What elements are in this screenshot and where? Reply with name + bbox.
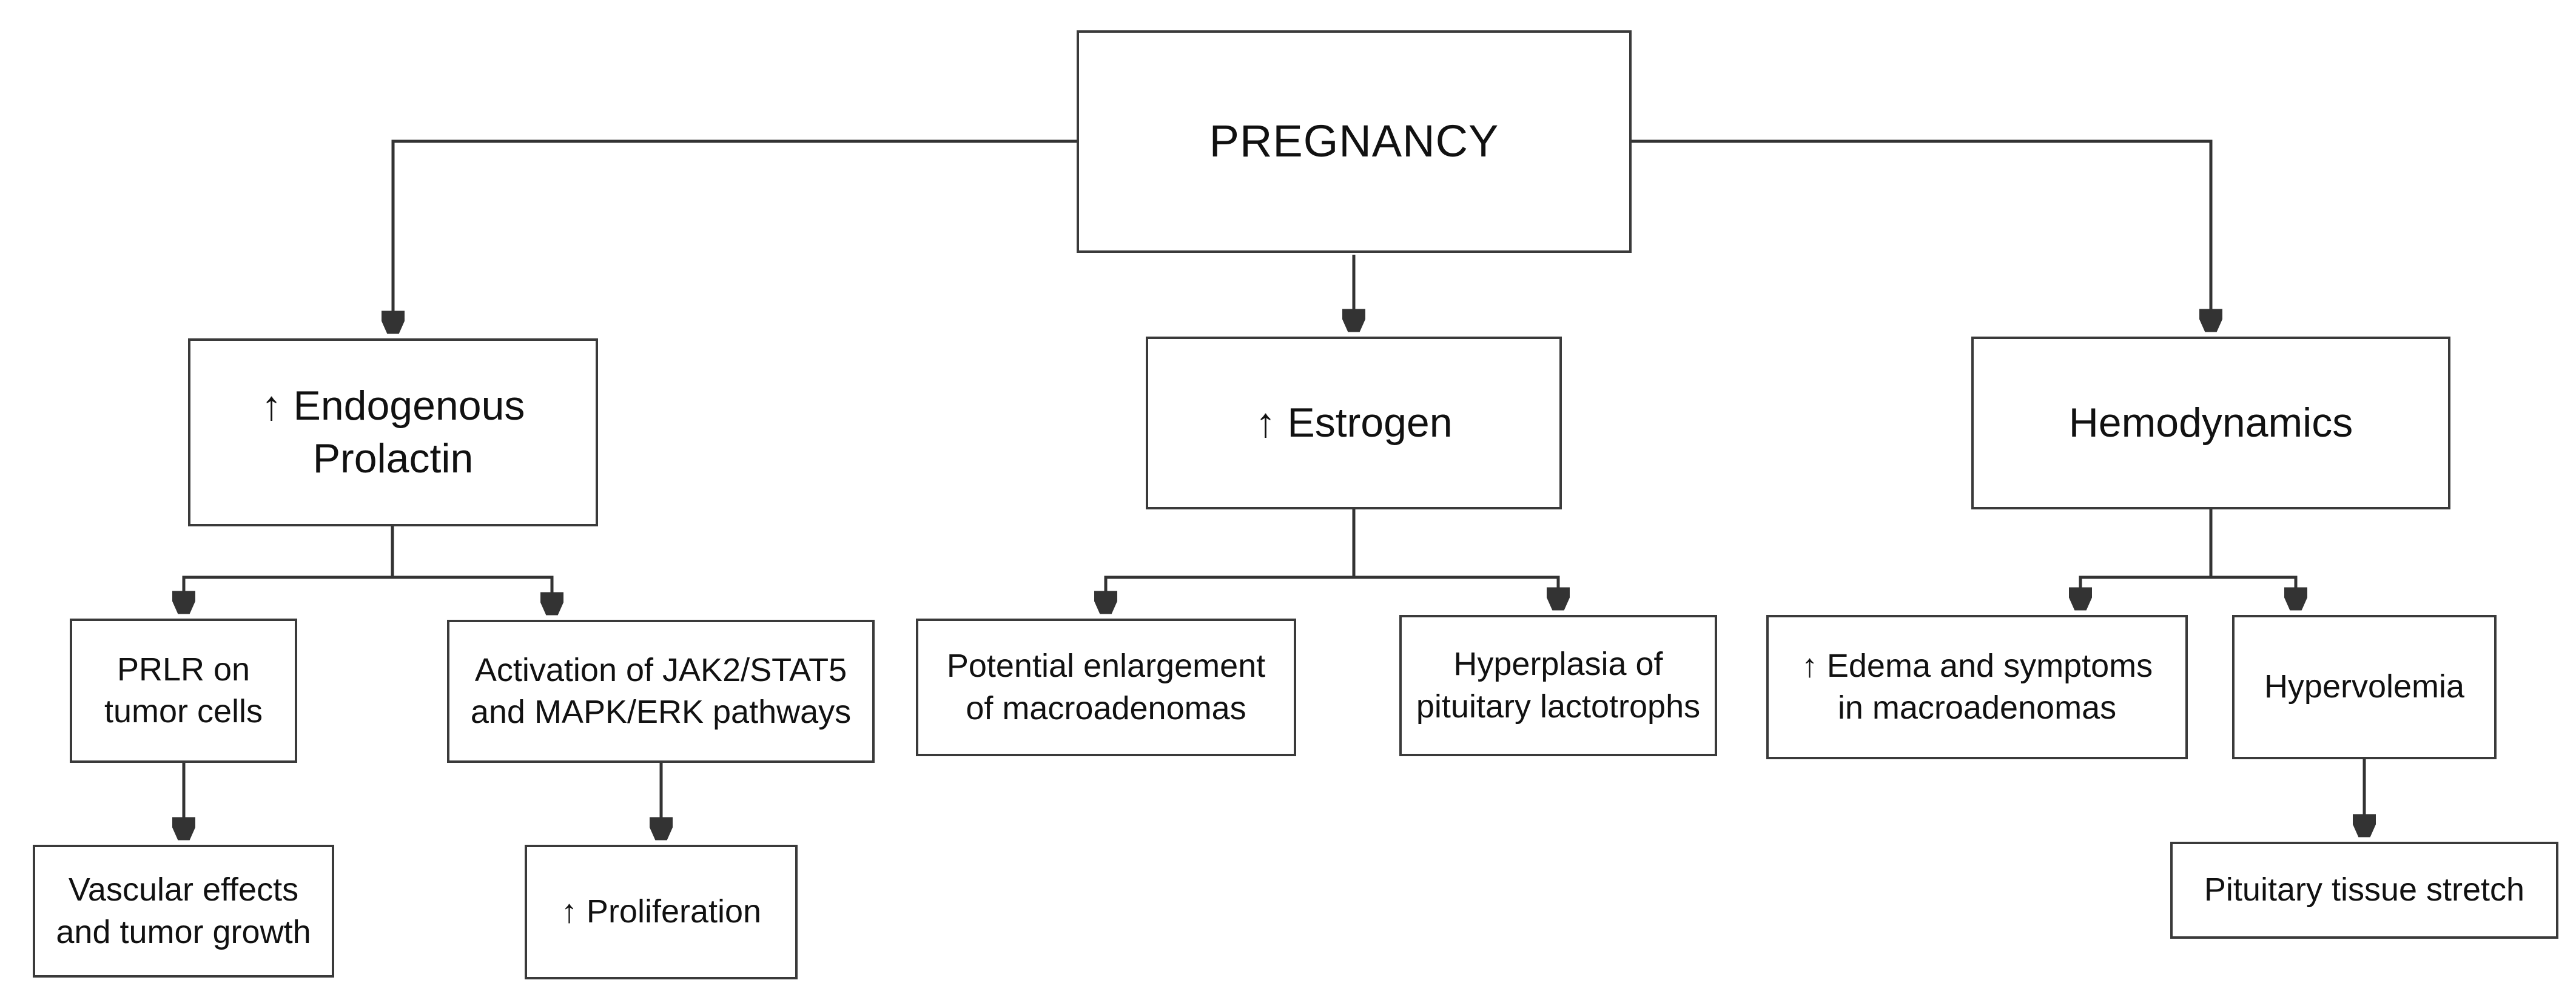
node-stretch: Pituitary tissue stretch — [2170, 842, 2558, 939]
node-stretch-label: Pituitary tissue stretch — [2204, 871, 2525, 908]
node-endogenous-prolactin: ↑ Endogenous Prolactin — [188, 338, 598, 526]
node-pregnancy: PREGNANCY — [1077, 30, 1632, 253]
node-endogenous-prolactin-label: ↑ Endogenous Prolactin — [261, 382, 525, 482]
edge-endogenous-prolactin-to-prlr — [184, 526, 394, 612]
node-prlr-label: PRLR on tumor cells — [104, 651, 263, 730]
edge-hemodynamics-to-edema — [2080, 509, 2213, 609]
node-edema-label: ↑ Edema and symptoms in macroadenomas — [1801, 647, 2153, 726]
node-proliferation-label: ↑ Proliferation — [560, 893, 762, 930]
node-enlargement-label: Potential enlargement of macroadenomas — [946, 648, 1266, 727]
node-prlr: PRLR on tumor cells — [70, 619, 297, 763]
edge-estrogen-to-enlargement — [1106, 509, 1356, 612]
edge-pregnancy-to-endogenous-prolactin — [393, 139, 1077, 332]
node-estrogen: ↑ Estrogen — [1146, 337, 1562, 509]
node-jak2-stat5: Activation of JAK2/STAT5 and MAPK/ERK pa… — [447, 620, 875, 763]
edge-pregnancy-to-hemodynamics — [1632, 139, 2211, 331]
node-hypervolemia-label: Hypervolemia — [2264, 668, 2465, 705]
node-hyperplasia-label: Hyperplasia of pituitary lactotrophs — [1416, 646, 1701, 725]
edge-hemodynamics-to-hypervolemia — [2209, 509, 2296, 609]
node-hemodynamics-label: Hemodynamics — [2068, 399, 2353, 446]
node-jak2-stat5-label: Activation of JAK2/STAT5 and MAPK/ERK pa… — [470, 651, 852, 730]
node-vascular-label: Vascular effects and tumor growth — [56, 871, 311, 950]
node-hyperplasia: Hyperplasia of pituitary lactotrophs — [1399, 615, 1717, 756]
node-edema: ↑ Edema and symptoms in macroadenomas — [1766, 615, 2188, 759]
node-pregnancy-label: PREGNANCY — [1209, 116, 1499, 167]
node-estrogen-label: ↑ Estrogen — [1255, 399, 1453, 446]
node-hemodynamics: Hemodynamics — [1971, 337, 2450, 509]
edge-endogenous-prolactin-to-jak2-stat5 — [391, 526, 552, 614]
node-enlargement: Potential enlargement of macroadenomas — [916, 619, 1296, 756]
node-vascular: Vascular effects and tumor growth — [33, 845, 334, 978]
node-proliferation: ↑ Proliferation — [525, 845, 798, 979]
node-hypervolemia: Hypervolemia — [2232, 615, 2497, 759]
edge-estrogen-to-hyperplasia — [1352, 509, 1558, 609]
